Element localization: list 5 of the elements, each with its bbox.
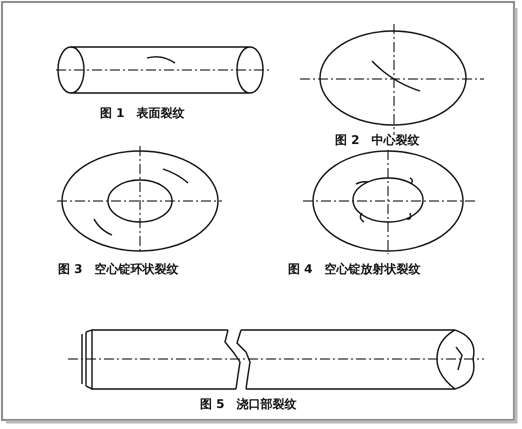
figure-caption: 图 4 空心锭放射状裂纹 <box>288 262 421 276</box>
figure-caption: 图 5 浇口部裂纹 <box>200 397 297 411</box>
figure-caption: 图 1 表面裂纹 <box>100 106 185 120</box>
figure-caption: 图 2 中心裂纹 <box>335 133 420 147</box>
figure-caption: 图 3 空心锭环状裂纹 <box>58 262 179 276</box>
